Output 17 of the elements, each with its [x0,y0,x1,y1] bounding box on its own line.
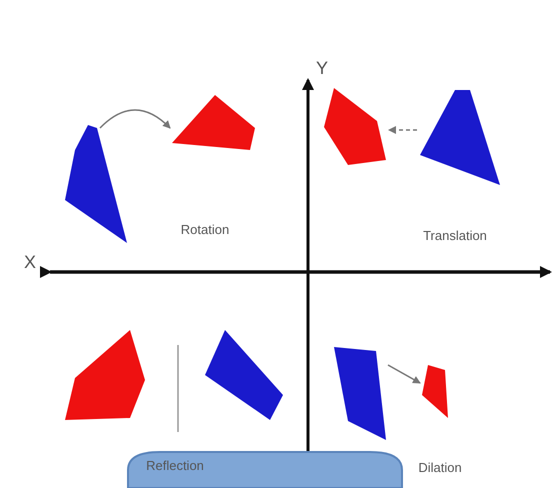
axis-label: X [24,252,36,273]
quadrilateral-shape [334,347,386,440]
arrow [388,126,417,134]
quadrilateral-shape [65,330,145,420]
transformation-label: Rotation [180,222,230,237]
transformation-label: Reflection [146,458,204,473]
quadrilateral-shape [172,95,255,150]
transformation-label: Translation [423,228,487,243]
quadrilateral-shape [205,330,283,420]
axis-label: Y [316,58,328,79]
arrow [99,109,171,129]
transformation-label: Dilation [418,460,462,475]
quadrilateral-shape [324,88,386,165]
arrow [388,364,421,384]
quadrilateral-shape [65,125,127,243]
quadrilateral-shape [420,90,500,185]
quadrilateral-shape [422,365,448,418]
